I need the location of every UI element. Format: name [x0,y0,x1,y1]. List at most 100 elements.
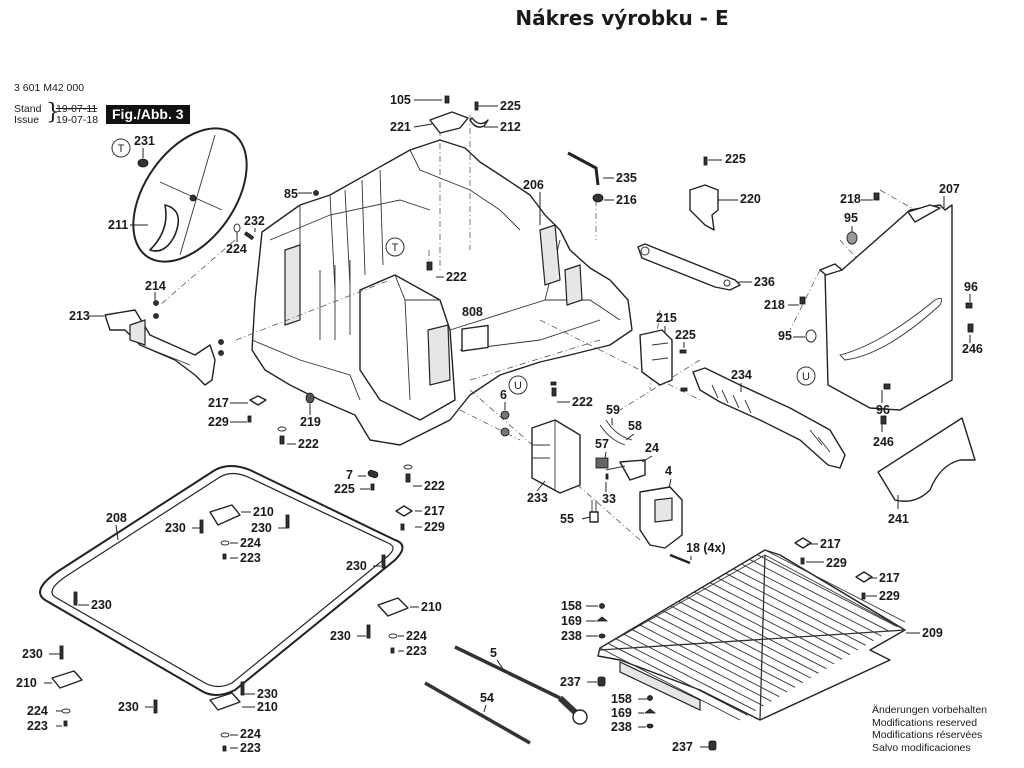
callout-229-c: 229 [826,556,847,570]
callout-225-c: 225 [675,328,696,342]
callout-33: 33 [602,492,616,506]
screw-218a-icon [873,192,880,201]
washer-224e-icon [220,732,230,738]
screw-214c-icon [218,339,224,345]
callout-222: 222 [446,270,467,284]
screw-229d-icon [861,592,866,600]
callout-210-b: 210 [421,600,442,614]
callout-217-c: 217 [820,537,841,551]
callout-222-b: 222 [298,437,319,451]
washer-222d-icon [403,464,413,470]
leader-line [641,455,653,463]
figure-badge: Fig./Abb. 3 [106,105,190,124]
screw-223b-icon [390,647,395,654]
callout-224-e: 224 [240,727,261,741]
washer-238b-icon [646,723,654,729]
callout-210: 210 [253,505,274,519]
leader-line [536,480,546,492]
callout-223-c: 223 [27,719,48,733]
grille-slat [615,638,756,712]
washer-238a-icon [598,633,606,639]
foot-210c [51,670,83,689]
leader-line [604,451,607,459]
callout-225-d: 225 [334,482,355,496]
power-cable-5 [454,645,561,700]
notice-line-en: Modifications reserved [872,716,978,729]
callout-96: 96 [964,280,978,294]
tube-frame-208 [39,465,404,696]
callout-236: 236 [754,275,775,289]
screw-229a-icon [247,415,252,423]
cables-58-59 [599,419,633,446]
leader-line [413,123,433,128]
page-title: Nákres výrobku - E [515,6,729,30]
callout-235: 235 [616,171,637,185]
marker-u-plate: U [796,366,816,386]
washer-224b-icon [220,540,230,546]
grille-slat [623,633,764,707]
callout-238-b: 238 [611,720,632,734]
grille-slat [607,642,749,716]
callout-96-b: 96 [876,403,890,417]
cover-233 [531,419,581,494]
callout-216: 216 [616,193,637,207]
callout-230-h: 230 [257,687,278,701]
clip-169a-icon [595,616,609,622]
clamp-221 [429,111,469,134]
callout-213: 213 [69,309,90,323]
marker-t-blade: T [111,138,131,158]
callout-219: 219 [300,415,321,429]
callout-241: 241 [888,512,909,526]
screw-230g-icon [153,699,158,714]
grille-slat [717,577,859,651]
washer-224-icon [233,223,241,233]
screw-218b-icon [799,296,806,305]
callout-207: 207 [939,182,960,196]
grille-slat [701,586,843,660]
callout-232: 232 [244,214,265,228]
screw-96b-icon [883,383,891,390]
callout-210-c: 210 [16,676,37,690]
screw-246b-icon [880,415,887,425]
screw-222c-icon [551,387,557,397]
marker-t-text: T [118,143,125,155]
callout-54: 54 [480,691,494,705]
screw-225e-icon [370,483,375,491]
leader-line [496,659,506,673]
leader-line [625,433,635,441]
callout-217-d: 217 [879,571,900,585]
screw-214b-icon [153,313,159,319]
callout-238: 238 [561,629,582,643]
nut-219-icon [305,392,315,404]
nut-231-icon [137,158,149,168]
grille-slat [694,591,835,665]
callout-237: 237 [560,675,581,689]
marker-u2-text: U [514,380,522,392]
callout-230-f: 230 [22,647,43,661]
notice-line-es: Salvo modificaciones [872,741,971,754]
callout-212: 212 [500,120,521,134]
callout-225-b: 225 [725,152,746,166]
part-7-icon [367,469,379,479]
callout-224-b: 224 [240,536,261,550]
callout-229: 229 [208,415,229,429]
screw-225a-icon [474,101,479,111]
screw-230h-icon [240,681,245,696]
label-plate-808 [461,324,489,352]
pad-217c [794,537,812,549]
screw-225b-icon [703,156,708,166]
hex-key-235 [567,151,600,186]
callout-214: 214 [145,279,166,293]
screw-85-icon [313,190,319,196]
handle-234 [692,367,846,469]
callout-230-d: 230 [91,598,112,612]
cover-plate-207 [819,204,953,411]
callout-105: 105 [390,93,411,107]
marker-u-text: U [802,371,810,383]
grille-209 [597,549,906,721]
callout-218-b: 218 [764,298,785,312]
callout-7: 7 [346,468,353,482]
bracket-213 [104,309,216,386]
switch-bracket-215 [639,329,673,386]
